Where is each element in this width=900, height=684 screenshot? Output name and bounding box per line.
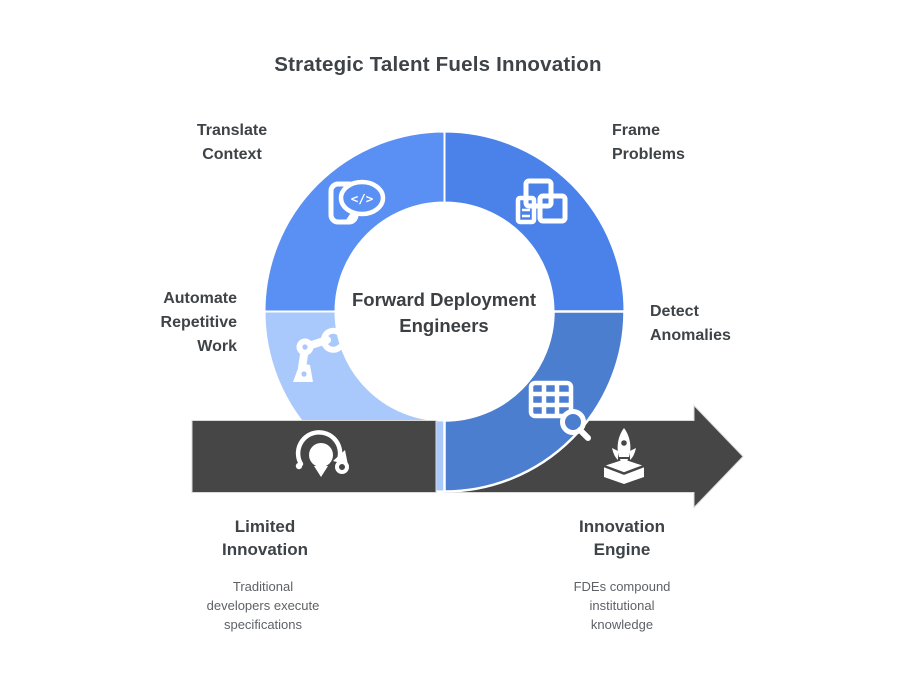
diagram-title: Strategic Talent Fuels Innovation [274, 53, 602, 76]
label-translate-context: Translate Context [196, 122, 268, 163]
label-automate-repetitive-work: Automate Repetitive Work [160, 290, 237, 355]
heading-limited-innovation: Limited Innovation [222, 517, 308, 559]
donut-center-label: Forward Deployment Engineers [352, 289, 536, 336]
quadrant-bottom-right [443, 310, 626, 493]
label-detect-anomalies: Detect Anomalies [650, 303, 731, 344]
code-glyph: </> [351, 191, 374, 206]
overlapping-modules-icon [515, 178, 568, 225]
table-search-icon [528, 380, 591, 441]
heading-innovation-engine: Innovation Engine [579, 517, 665, 559]
label-frame-problems: Frame Problems [612, 122, 685, 163]
bulb-cycle-icon [295, 430, 349, 477]
phone-chat-code-icon: </> [328, 179, 386, 225]
subtext-innovation-engine: FDEs compound institutional knowledge [573, 579, 671, 632]
robot-arm-icon [293, 327, 343, 382]
subtext-limited-innovation: Traditional developers execute specifica… [206, 579, 320, 632]
rocket-launch-icon [603, 428, 645, 484]
